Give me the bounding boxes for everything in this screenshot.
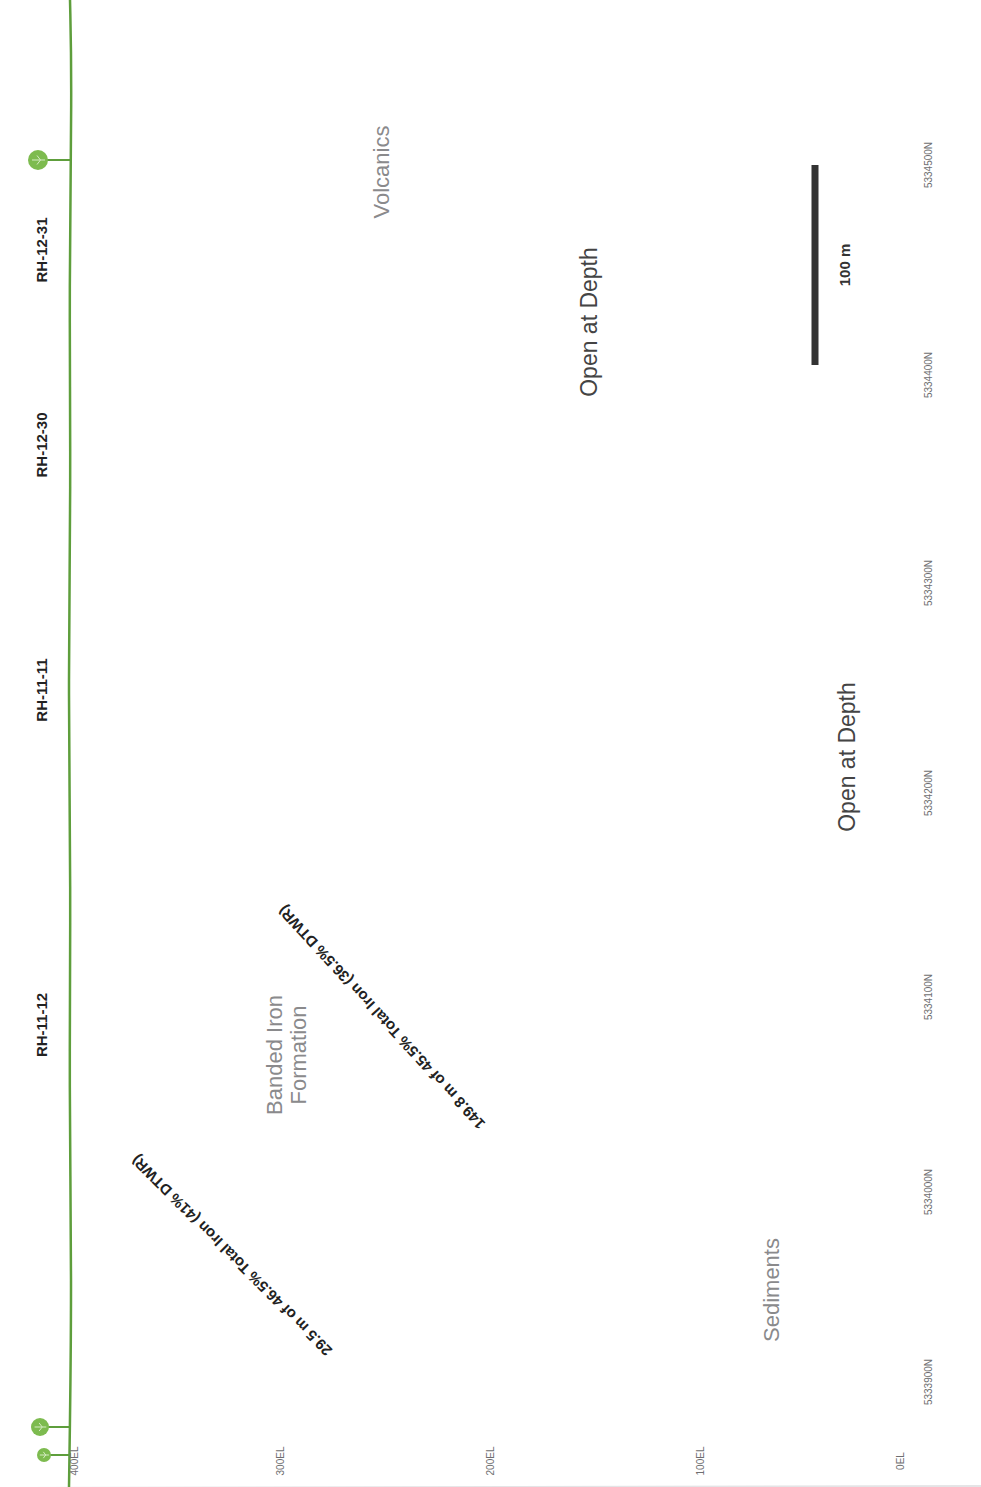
ground-surface (69, 0, 71, 1487)
unit-name: Sediments (760, 1238, 784, 1342)
elevation-label: 0EL (895, 1452, 906, 1470)
tree-symbol (28, 150, 70, 170)
northing-label: 5334300N (923, 560, 934, 606)
northing-label: 5334500N (923, 142, 934, 188)
note: Open at Depth (577, 247, 602, 397)
tree-symbol (31, 1418, 70, 1436)
note: Open at Depth (835, 682, 860, 832)
hole-name: RH-11-12 (34, 993, 51, 1057)
northing-label: 5334400N (923, 352, 934, 398)
hole-name: RH-11-11 (34, 658, 51, 721)
northing-label: 5334000N (923, 1169, 934, 1215)
elevation-label: 300EL (275, 1447, 286, 1476)
hole-name: RH-12-30 (34, 412, 51, 477)
scale-bar (812, 165, 819, 365)
elevation-label: 200EL (485, 1447, 496, 1476)
unit-name: Volcanics (370, 126, 394, 219)
elevation-label: 400EL (69, 1447, 80, 1476)
tree-symbol (37, 1448, 70, 1462)
hole-name: RH-12-31 (34, 217, 51, 282)
elevation-label: 100EL (695, 1447, 706, 1476)
scale-label: 100 m (837, 244, 854, 287)
northing-label: 5334100N (923, 974, 934, 1020)
unit-name: Banded Iron Formation (263, 980, 311, 1130)
northing-label: 5333900N (923, 1359, 934, 1405)
northing-label: 5334200N (923, 770, 934, 816)
